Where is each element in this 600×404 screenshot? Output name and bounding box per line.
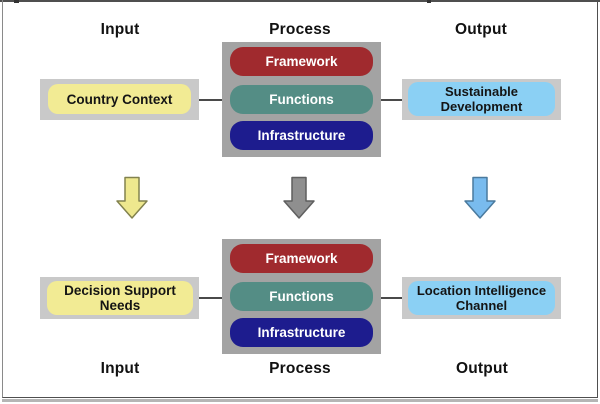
column-header-process-bottom: Process: [269, 360, 331, 377]
column-header-input-bottom: Input: [100, 360, 140, 377]
column-header-process-top: Process: [269, 21, 331, 38]
sustainable-development-box: Sustainable Development: [408, 82, 555, 116]
column-header-output-bottom: Output: [456, 360, 508, 377]
functions-box: Functions: [230, 85, 373, 114]
infrastructure-box: Infrastructure: [230, 318, 373, 347]
functions-box: Functions: [230, 282, 373, 311]
input-flow-arrow-icon: [116, 176, 148, 219]
diagram-border: [2, 0, 598, 398]
framework-box: Framework: [230, 47, 373, 76]
column-header-input-top: Input: [100, 21, 140, 38]
process-flow-arrow-icon: [283, 176, 315, 219]
process-box-top: Framework Functions Infrastructure: [222, 42, 381, 157]
decision-support-needs-box: Decision Support Needs: [47, 281, 193, 315]
framework-box: Framework: [230, 244, 373, 273]
connector-process-output-bottom: [381, 297, 402, 299]
cropped-caption-mark: [14, 0, 19, 3]
column-header-output-top: Output: [455, 21, 507, 38]
process-box-bottom: Framework Functions Infrastructure: [222, 239, 381, 354]
infrastructure-box: Infrastructure: [230, 121, 373, 150]
cropped-caption-line: [0, 0, 600, 2]
connector-input-process-bottom: [199, 297, 222, 299]
country-context-box: Country Context: [48, 84, 191, 114]
diagram-border-shadow: [2, 399, 598, 402]
output-flow-arrow-icon: [464, 176, 496, 219]
connector-process-output-top: [381, 99, 402, 101]
cropped-caption-mark: [427, 0, 431, 3]
location-intelligence-channel-box: Location Intelligence Channel: [408, 281, 555, 315]
connector-input-process-top: [199, 99, 222, 101]
